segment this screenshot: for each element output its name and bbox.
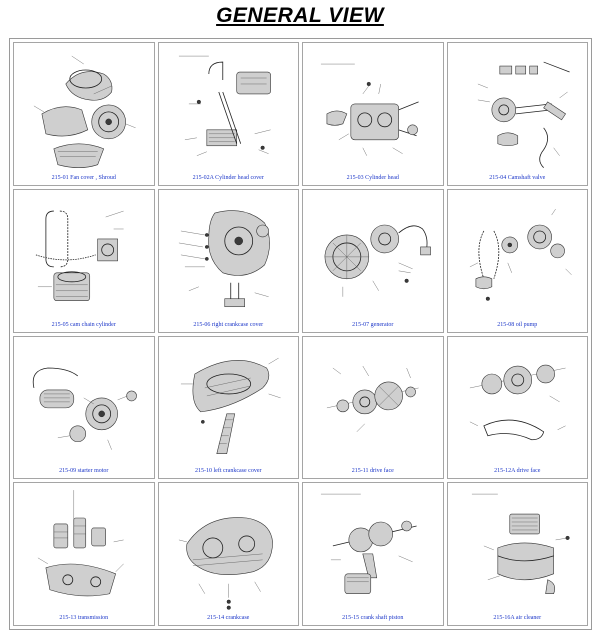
cell-caption[interactable]: 215-02A Cylinder head cover: [192, 174, 264, 181]
cell-caption[interactable]: 215-05 cam chain cylinder: [51, 321, 116, 328]
diagram-cell-starter-motor[interactable]: 215-09 starter motor: [13, 335, 155, 480]
diagram-cell-crankcase[interactable]: 215-14 crankcase: [157, 482, 299, 626]
cam-chain-cylinder-diagram: [35, 210, 124, 301]
left-crankcase-cover-diagram: [180, 357, 281, 454]
diagram-cell-right-crankcase-cover[interactable]: 215-06 right crankcase cover: [157, 188, 299, 333]
oil-pump-diagram: [469, 208, 572, 301]
cell-caption[interactable]: 215-15 crank shaft piston: [342, 615, 404, 621]
transmission-diagram: [37, 490, 124, 597]
generator-diagram: [324, 224, 431, 297]
cell-caption[interactable]: 215-14 crankcase: [207, 615, 250, 621]
diagram-cell-drive-face[interactable]: 215-11 drive face: [302, 335, 444, 480]
crank-shaft-piston-diagram: [320, 494, 417, 595]
right-crankcase-cover-diagram: [178, 210, 270, 307]
parts-catalog-grid: 215-01 Fan cover , Shroud 215-02A Cylind…: [9, 38, 592, 630]
diagram-cell-cam-chain-cylinder[interactable]: 215-05 cam chain cylinder: [13, 188, 155, 333]
cell-caption[interactable]: 215-06 right crankcase cover: [193, 321, 264, 328]
drive-face-a-diagram: [469, 364, 566, 440]
diagram-cell-generator[interactable]: 215-07 generator: [302, 188, 444, 333]
diagram-cell-crank-shaft-piston[interactable]: 215-15 crank shaft piston: [302, 482, 444, 626]
camshaft-valve-diagram: [477, 61, 570, 168]
diagram-cell-cylinder-head[interactable]: 215-03 Cylinder head: [302, 42, 444, 186]
diagram-cell-camshaft-valve[interactable]: 215-04 Camshaft valve: [446, 42, 588, 186]
diagram-cell-cylinder-head-cover[interactable]: 215-02A Cylinder head cover: [157, 42, 299, 186]
cell-caption[interactable]: 215-03 Cylinder head: [346, 174, 399, 181]
cell-caption[interactable]: 215-07 generator: [352, 321, 394, 328]
diagram-cell-fan-cover[interactable]: 215-01 Fan cover , Shroud: [13, 42, 155, 186]
cell-caption[interactable]: 215-11 drive face: [351, 468, 394, 475]
cell-caption[interactable]: 215-16A air cleaner: [493, 615, 542, 621]
cylinder-head-cover-diagram: [178, 55, 271, 156]
crankcase-diagram: [178, 517, 273, 610]
cylinder-head-diagram: [320, 63, 419, 156]
diagram-cell-drive-face-a[interactable]: 215-12A drive face: [446, 335, 588, 480]
cell-caption[interactable]: 215-08 oil pump: [497, 321, 538, 328]
cell-caption[interactable]: 215-09 starter motor: [59, 468, 109, 475]
cell-caption[interactable]: 215-01 Fan cover , Shroud: [51, 174, 116, 181]
diagram-cell-left-crankcase-cover[interactable]: 215-10 left crankcase cover: [157, 335, 299, 480]
drive-face-diagram: [326, 365, 419, 432]
page-title: GENERAL VIEW: [216, 4, 384, 27]
cell-caption[interactable]: 215-12A drive face: [494, 468, 541, 475]
diagram-cell-oil-pump[interactable]: 215-08 oil pump: [446, 188, 588, 333]
diagram-cell-air-cleaner[interactable]: 215-16A air cleaner: [446, 482, 588, 626]
cell-caption[interactable]: 215-13 transmission: [59, 615, 109, 621]
air-cleaner-diagram: [471, 494, 570, 595]
cell-caption[interactable]: 215-04 Camshaft valve: [489, 174, 546, 181]
starter-motor-diagram: [32, 367, 137, 450]
diagram-cell-transmission[interactable]: 215-13 transmission: [13, 482, 155, 626]
cell-caption[interactable]: 215-10 left crankcase cover: [195, 468, 262, 475]
fan-cover-diagram: [33, 55, 136, 168]
